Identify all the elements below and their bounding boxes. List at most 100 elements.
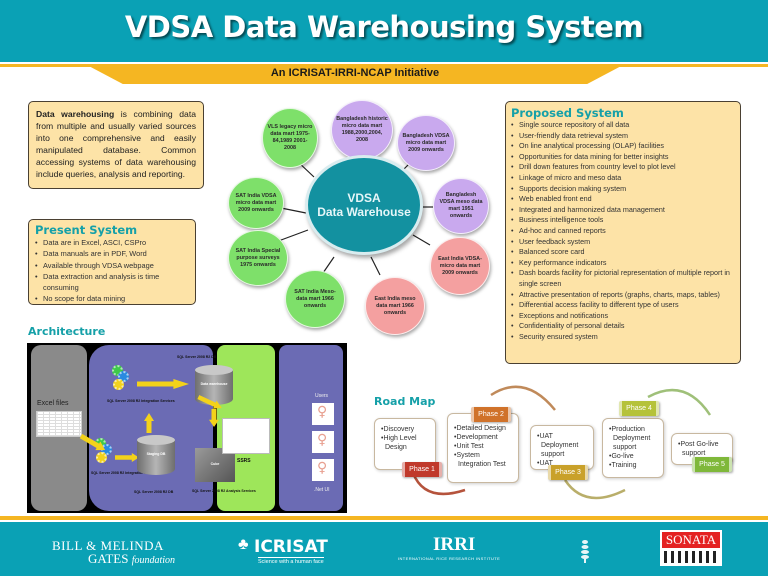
page-subtitle: An ICRISAT-IRRI-NCAP Initiative: [270, 67, 440, 79]
ssrs-report-icon: [222, 418, 270, 454]
hub-node-east-india-vdsa-micro: East India VDSA-micro data mart 2009 onw…: [430, 237, 490, 295]
list-item: Detailed Design: [454, 424, 512, 433]
sonata-logo: SONATA: [660, 530, 722, 566]
icrisat-tagline: Science with a human face: [258, 557, 324, 565]
subtitle-band: [85, 64, 625, 84]
list-item: Exceptions and notifications: [511, 311, 735, 322]
phase-arrow: [563, 479, 626, 500]
list-item: Security ensured system: [511, 332, 735, 343]
footer-banner: [0, 522, 768, 576]
user-icon: [312, 431, 334, 453]
list-item: Differential access facility to differen…: [511, 300, 735, 311]
present-system-box: Present System Data are in Excel, ASCI, …: [28, 219, 196, 305]
roadmap-card-phase-1: Discovery High Level Design: [374, 418, 436, 470]
ssis-top-label: SQL Server 2008 R2 Integration Services: [107, 399, 175, 403]
list-item: Key performance indicators: [511, 258, 735, 269]
user-icon: [312, 459, 334, 481]
list-item: User-friendly data retrieval system: [511, 131, 735, 142]
dw-server-label: SQL Server 2008 R2 DB: [177, 355, 217, 359]
staging-db-label: Staging DB: [146, 452, 166, 456]
icar-wheat-logo-icon: [581, 540, 589, 563]
roadmap-card-phase-4: Production Deployment support Go-live Tr…: [602, 418, 664, 478]
list-item: Linkage of micro and meso data: [511, 173, 735, 184]
piano-keys-icon: [664, 551, 718, 563]
ssrs-label: SSRS: [237, 458, 251, 464]
arrow-icon: [209, 409, 219, 427]
list-item: Go-live: [609, 452, 657, 461]
hub-center-line2: Data Warehouse: [317, 205, 411, 219]
definition-text: is combining data from multiple and usua…: [36, 109, 196, 179]
present-system-list: Data are in Excel, ASCI, CSPro Data manu…: [35, 237, 189, 305]
list-item: Data are in Excel, ASCI, CSPro: [35, 237, 189, 249]
present-system-title: Present System: [35, 223, 138, 237]
icrisat-logo: ICRISAT: [254, 537, 328, 557]
irri-logo: IRRI: [433, 534, 476, 555]
ssis-gears-icon: [95, 438, 117, 464]
net-ui-label: .Net UI: [314, 487, 330, 493]
list-item: Development: [454, 433, 512, 442]
list-item: Balanced score card: [511, 247, 735, 258]
list-item: Single source repository of all data: [511, 120, 735, 131]
page-title: VDSA Data Warehousing System: [124, 10, 644, 44]
roadmap-card-phase-3: UAT Deployment support UAT: [530, 425, 594, 470]
list-item: Data extraction and analysis is time con…: [35, 271, 189, 294]
hub-node-sat-india-special: SAT India Special purpose surveys 1975 o…: [228, 230, 288, 286]
header-banner: [0, 0, 768, 62]
proposed-system-title: Proposed System: [511, 106, 624, 120]
hub-node-sat-india-meso: SAT India Meso-data mart 1966 onwards: [285, 270, 345, 328]
hub-node-bangladesh-historic: Bangladesh historic micro data mart 1988…: [331, 100, 393, 160]
phase-5-badge: Phase 5: [692, 457, 732, 472]
arrow-icon: [115, 453, 139, 462]
hub-center-line1: VDSA: [347, 191, 381, 205]
ssis-gears-icon: [112, 365, 134, 391]
roadmap-arrows: [411, 385, 712, 500]
cube-label: Cube: [210, 462, 220, 466]
list-item: Opportunities for data mining for better…: [511, 152, 735, 163]
excel-files-label: Excel files: [37, 400, 69, 407]
proposed-system-list: Single source repository of all data Use…: [511, 120, 735, 342]
list-item: Attractive presentation of reports (grap…: [511, 290, 735, 301]
list-item: UAT Deployment support: [537, 432, 587, 459]
list-item: Discovery: [381, 425, 429, 434]
hub-node-sat-india-vdsa-micro: SAT India VDSA micro data mart 2009 onwa…: [228, 177, 284, 229]
list-item: Business intelligence tools: [511, 215, 735, 226]
list-item: Available through VDSA webpage: [35, 260, 189, 272]
user-icon: [312, 403, 334, 425]
data-warehouse-cylinder-icon: Data warehouse: [195, 365, 233, 405]
arrow-icon: [137, 379, 189, 389]
connector-line: [412, 234, 431, 246]
irri-tagline: INTERNATIONAL RICE RESEARCH INSTITUTE: [398, 556, 501, 561]
list-item: User feedback system: [511, 237, 735, 248]
users-label: Users: [315, 393, 329, 399]
phase-arrow: [647, 388, 712, 416]
data-warehouse-label: Data warehouse: [200, 382, 228, 386]
list-item: Post Go-live support: [678, 440, 726, 458]
connector-line: [322, 256, 335, 274]
arrow-icon: [144, 413, 154, 433]
hub-node-vls-legacy: VLS legacy micro data mart 1975-84,1989 …: [262, 108, 318, 168]
list-item: Confidentiality of personal details: [511, 321, 735, 332]
hub-node-east-india-meso: East India meso data mart 1966 onwards: [365, 277, 425, 335]
roadmap-card-phase-2: Detailed Design Development Unit Test Sy…: [447, 413, 519, 483]
phase-1-badge: Phase 1: [402, 462, 442, 477]
list-item: On line analytical processing (OLAP) fac…: [511, 141, 735, 152]
gates-foundation-logo-line2: GATES foundation: [88, 551, 175, 567]
users-panel: [279, 345, 343, 511]
list-item: Integrated and harmonized data managemen…: [511, 205, 735, 216]
list-item: Training: [609, 461, 657, 470]
phase-arrow: [490, 385, 556, 411]
gates-name: GATES: [88, 551, 129, 566]
ssis-bottom-label: SQL Server 2008 R2 Integration Services: [91, 471, 159, 475]
hub-node-bangladesh-vdsa-micro: Bangladesh VDSA micro data mart 2009 onw…: [397, 115, 455, 171]
spreadsheet-icon: [36, 411, 82, 437]
connector-line: [370, 256, 381, 276]
list-item: UAT: [537, 459, 587, 468]
architecture-diagram: Excel files SQL Server 2008 R2 DB Data w…: [27, 343, 347, 513]
list-item: Production Deployment support: [609, 425, 657, 452]
list-item: No scope for data mining: [35, 293, 189, 305]
list-item: Unit Test: [454, 442, 512, 451]
staging-server-label: SQL Server 2008 R2 DB: [134, 490, 174, 494]
phase-3-badge: Phase 3: [548, 465, 588, 480]
list-item: High Level Design: [381, 434, 429, 452]
list-item: System Integration Test: [454, 451, 512, 469]
